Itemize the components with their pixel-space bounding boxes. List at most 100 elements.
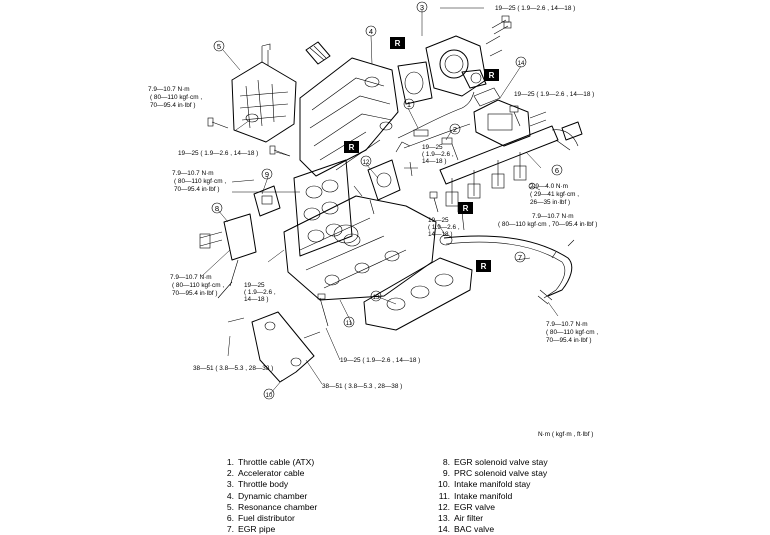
svg-text:9: 9: [265, 170, 269, 179]
torque-egr-pipe-bottom-line2: ( 80—110 kgf·cm ,: [546, 329, 598, 336]
callout-8: 8: [211, 202, 223, 214]
legend-item: 5.Resonance chamber: [208, 502, 317, 513]
dynamic-chamber-drawing: [299, 57, 399, 177]
svg-text:12: 12: [363, 160, 370, 166]
torque-egr-valve-line2: ( 1.9—2.6 ,: [422, 151, 454, 158]
intake-manifold-drawing: [283, 195, 437, 301]
legend-item-number: 7.: [226, 524, 234, 535]
parts-legend-left: 1. Throttle cable (ATX) 2. Accelerator cabl…: [208, 457, 317, 535]
legend-item-number: 10.: [438, 479, 450, 490]
legend-item: 1. Throttle cable (ATX): [208, 457, 317, 468]
svg-text:7: 7: [518, 253, 522, 262]
legend-item-number: 4.: [226, 490, 234, 501]
torque-egr-pipe-bottom-line3: 70—95.4 in·lbf ): [546, 337, 591, 344]
callout-9: 9: [261, 168, 273, 180]
legend-item-number: 6.: [226, 513, 234, 524]
legend-item: 9.PRC solenoid valve stay: [424, 468, 548, 479]
air-filter-drawing: [305, 41, 331, 65]
legend-item: 7. EGR pipe: [208, 524, 317, 535]
replace-marker-text: R: [395, 39, 401, 48]
intake-manifold-stay-drawing: [227, 311, 321, 383]
legend-item: 11.Intake manifold: [424, 491, 548, 502]
svg-text:13: 13: [373, 295, 380, 301]
torque-egr-pipe-top-line1: 7.9—10.7 N·m: [532, 213, 574, 220]
torque-air-filter-line2: ( 80—110 kgf·cm ,: [150, 94, 202, 101]
egr-valve-drawing: [367, 141, 411, 215]
legend-item: 10. Intake manifold stay: [424, 479, 548, 490]
callout-10: 10: [263, 388, 275, 400]
replace-marker: R: [484, 69, 499, 81]
callout-2: 2: [449, 123, 461, 135]
manifold-gasket-drawing: [363, 257, 473, 331]
legend-item-label: Throttle body: [238, 479, 289, 490]
legend-item-number: 14.: [438, 524, 450, 535]
legend-item-label: Intake manifold stay: [454, 479, 531, 490]
replace-marker-text: R: [349, 143, 355, 152]
legend-item-label: Accelerator cable: [238, 468, 305, 479]
torque-prc-line2: ( 80—110 kgf·cm ,: [174, 178, 226, 185]
torque-prc-line3: 70—95.4 in·lbf ): [174, 186, 219, 193]
svg-text:3: 3: [420, 3, 424, 12]
svg-text:14: 14: [518, 61, 525, 67]
callout-12: 12: [360, 155, 372, 167]
callout-3: 3: [416, 1, 428, 13]
torque-air-filter-line3: 70—95.4 in·lbf ): [150, 102, 195, 109]
torque-bac-valve: 19—25 ( 1.9—2.6 , 14—18 ): [514, 91, 594, 98]
torque-manifold-bottom: 19—25 ( 1.9—2.6 , 14—18 ): [340, 357, 420, 364]
torque-manifold-left: 19—25 ( 1.9—2.6 , 14—18 ): [178, 150, 258, 157]
legend-item-label: EGR pipe: [238, 524, 276, 535]
svg-text:4: 4: [369, 27, 373, 36]
egr-pipe-drawing: [439, 234, 575, 305]
legend-item: 8.EGR solenoid valve stay: [424, 457, 548, 468]
torque-stay-left: 38—51 ( 3.8—5.3 , 28—38 ): [193, 365, 273, 372]
torque-fuel-dist-line1: 2.9—4.0 N·m: [530, 183, 568, 190]
legend-item: 12. EGR valve: [424, 502, 548, 513]
torque-stay-bolt-line1: 19—25: [244, 282, 265, 289]
callout-14: 14: [515, 56, 527, 68]
legend-item-label: Throttle cable (ATX): [238, 457, 315, 467]
replace-marker: R: [344, 141, 359, 153]
legend-item-label: Dynamic chamber: [238, 490, 308, 501]
replace-marker-text: R: [489, 71, 495, 80]
throttle-body-bolts-drawing: [491, 15, 512, 35]
svg-text:5: 5: [217, 42, 221, 51]
legend-item: 4. Dynamic chamber: [208, 491, 317, 502]
legend-item-number: 12.: [438, 501, 450, 512]
legend-item: 14.BAC valve: [424, 524, 548, 535]
legend-item: 2. Accelerator cable: [208, 468, 317, 479]
callout-6: 6: [551, 164, 563, 176]
replace-marker: R: [390, 37, 405, 49]
legend-item-number: 13.: [438, 513, 450, 524]
legend-item-number: 3.: [226, 479, 234, 490]
misc-bolts-drawing: [207, 105, 521, 327]
legend-item-label: EGR valve: [454, 501, 496, 512]
legend-item-label: Air filter: [454, 513, 484, 524]
svg-text:11: 11: [346, 321, 353, 327]
torque-egr-valve-line3: 14—18 ): [422, 158, 447, 165]
legend-item: 6.Fuel distributor: [208, 513, 317, 524]
torque-manifold-center-line1: 19—25: [428, 217, 449, 224]
replace-marker: R: [458, 202, 473, 214]
callout-4: 4: [365, 25, 377, 37]
torque-egr-valve-line1: 19—25: [422, 144, 443, 151]
callout-5: 5: [213, 40, 225, 52]
torque-stay-bolt-line3: 14—18 ): [244, 296, 269, 303]
prc-solenoid-stay-drawing: [253, 185, 281, 217]
fuel-distributor-drawing: [439, 125, 579, 207]
resonance-chamber-drawing: [231, 43, 297, 143]
torque-air-filter-line1: 7.9—10.7 N·m: [148, 86, 190, 93]
legend-item: 13. Air filter: [424, 513, 548, 524]
legend-item-label: Resonance chamber: [238, 501, 318, 512]
torque-egr-pipe-top-line2: ( 80—110 kgf·cm , 70—95.4 in·lbf ): [498, 221, 597, 228]
legend-item-number: 9.: [442, 468, 450, 479]
egr-solenoid-stay-drawing: [199, 213, 257, 299]
legend-item-number: 2.: [226, 468, 234, 479]
legend-item-number: 1.: [226, 457, 234, 467]
torque-egr-pipe-bottom-line1: 7.9—10.7 N·m: [546, 321, 588, 328]
callout-13: 13: [370, 290, 382, 302]
torque-prc-line1: 7.9—10.7 N·m: [172, 170, 214, 177]
legend-item-label: Intake manifold: [454, 490, 513, 501]
legend-item: 3. Throttle body: [208, 479, 317, 490]
